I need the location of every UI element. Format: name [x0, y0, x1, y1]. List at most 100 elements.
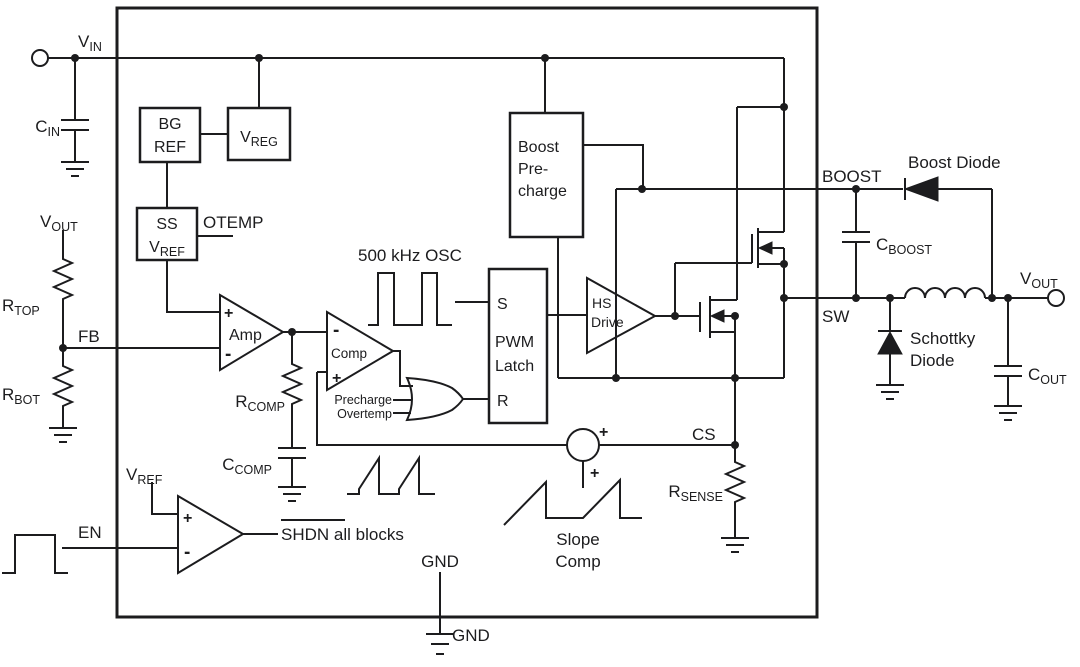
- vreg-label: VREG: [240, 129, 278, 149]
- feedback-divider: VOUT RTOP FB RBOT: [2, 212, 220, 443]
- boost-network: BOOST Boost Diode CBOOST: [616, 153, 1001, 298]
- osc-label: 500 kHz OSC: [358, 246, 462, 265]
- pwm-comparator: - Comp +: [316, 310, 567, 446]
- cout-label: COUT: [1028, 365, 1067, 387]
- en-comp-triangle: [177, 494, 245, 575]
- gnd-inner-label: GND: [421, 552, 459, 571]
- overtemp-label: Overtemp: [337, 407, 392, 421]
- cboost-capacitor: [842, 189, 870, 298]
- cin-capacitor: CIN: [35, 58, 89, 177]
- slope-comp-label: Slope: [556, 530, 599, 549]
- precharge-mosfet-wires: [674, 58, 785, 316]
- boost-diode-icon: [903, 176, 939, 202]
- internal-sw-rail: [558, 189, 785, 382]
- ramp-waveform-icon: [347, 454, 435, 495]
- enable-comparator: EN VREF + - SHDN all blocks: [2, 465, 404, 575]
- svg-text:Drive: Drive: [591, 314, 624, 330]
- output-network: SW VOUT: [780, 269, 1065, 326]
- svg-text:+: +: [590, 465, 599, 482]
- svg-text:+: +: [599, 424, 608, 441]
- latch-s-label: S: [497, 296, 508, 313]
- precharge-mosfet: [674, 58, 788, 316]
- svg-text:+: +: [332, 370, 341, 387]
- cin-label: CIN: [35, 117, 60, 139]
- hs-drive: HS Drive: [586, 276, 700, 355]
- amp-triangle: [219, 293, 285, 372]
- boost-precharge-block: Boost Pre- charge: [508, 58, 644, 378]
- ss-vref-label: SS: [156, 216, 177, 233]
- summing-circle: [566, 428, 600, 462]
- ground-icon: [49, 412, 77, 443]
- mosfet-arrow-icon: [757, 241, 773, 255]
- vref-wire: [151, 482, 178, 515]
- cs-label: CS: [692, 425, 716, 444]
- ic-boundary: [115, 6, 819, 619]
- cout-symbol: [994, 298, 1022, 406]
- vref-to-amp-wire: [166, 260, 220, 313]
- amp-label: Amp: [229, 327, 262, 344]
- schottky-diode: Schottky Diode: [876, 298, 976, 400]
- error-amp: + Amp -: [219, 293, 327, 372]
- summing-junction: + +: [566, 424, 608, 488]
- boost-precharge-label: Boost: [518, 139, 559, 156]
- boost-precharge-wires: [544, 58, 644, 378]
- or-gate: [405, 376, 465, 422]
- ccomp-capacitor: [278, 410, 306, 487]
- svg-text:REF: REF: [154, 139, 186, 156]
- gnd-pin: GND GND: [421, 552, 490, 655]
- bg-ref-label: BG: [158, 116, 181, 133]
- current-sense: CS RSENSE: [599, 425, 749, 553]
- vin-terminal: [31, 49, 49, 67]
- clock-waveform-icon: [368, 272, 452, 326]
- vin-label: VIN: [78, 32, 102, 54]
- svg-text:Latch: Latch: [495, 358, 534, 375]
- ground-icon: [876, 354, 904, 400]
- pulse-waveform-icon: [2, 534, 68, 574]
- main-mosfet-wires: [699, 106, 784, 445]
- comp-plus-wire: [316, 371, 567, 446]
- svg-text:-: -: [333, 320, 339, 341]
- cout-capacitor: COUT: [994, 298, 1067, 421]
- mosfet-arrow-icon: [709, 309, 725, 323]
- ground-icon: [426, 633, 454, 655]
- cboost-label: CBOOST: [876, 235, 932, 257]
- vreg-wires: [166, 58, 260, 208]
- rtop-label: RTOP: [2, 296, 40, 318]
- fb-label: FB: [78, 327, 100, 346]
- vreg-block: VREG: [166, 58, 292, 208]
- vout-right-label: VOUT: [1020, 269, 1058, 291]
- slope-comp: Slope Comp: [503, 477, 642, 571]
- ccomp-label: CCOMP: [222, 455, 272, 477]
- ground-icon: [61, 161, 89, 177]
- boost-diode-label: Boost Diode: [908, 153, 1001, 172]
- comp-triangle: [326, 310, 395, 392]
- boost-pin-label: BOOST: [822, 167, 882, 186]
- schottky-diode-icon: [877, 330, 903, 355]
- compensation-network: RCOMP CCOMP: [222, 332, 306, 502]
- reset-or-gate: Precharge Overtemp: [334, 376, 489, 422]
- gnd-outer-label: GND: [452, 626, 490, 645]
- rbot-label: RBOT: [2, 385, 40, 407]
- svg-text:-: -: [225, 344, 231, 365]
- sawtooth-waveform-icon: [503, 477, 642, 526]
- oscillator: 500 kHz OSC: [358, 246, 489, 326]
- vout-left-label: VOUT: [40, 212, 78, 234]
- rtop-resistor: [51, 255, 75, 305]
- comp-label: Comp: [331, 346, 367, 361]
- hs-drive-label: HS: [592, 295, 611, 311]
- rcomp-resistor: [280, 360, 304, 410]
- hs-drive-triangle: [586, 276, 658, 355]
- otemp-label: OTEMP: [203, 213, 263, 232]
- vin-input: VIN: [31, 32, 784, 67]
- pwm-latch-block: S PWM Latch R: [487, 267, 587, 425]
- rsense-label: RSENSE: [668, 482, 723, 504]
- ss-vref-block: SS VREF OTEMP: [135, 206, 263, 313]
- precharge-label: Precharge: [334, 393, 392, 407]
- inductor-icon: [904, 287, 986, 299]
- svg-text:-: -: [184, 542, 190, 563]
- rbot-resistor: [51, 362, 75, 412]
- main-mosfet: [699, 106, 784, 445]
- ground-icon: [278, 486, 306, 502]
- svg-text:+: +: [224, 305, 233, 322]
